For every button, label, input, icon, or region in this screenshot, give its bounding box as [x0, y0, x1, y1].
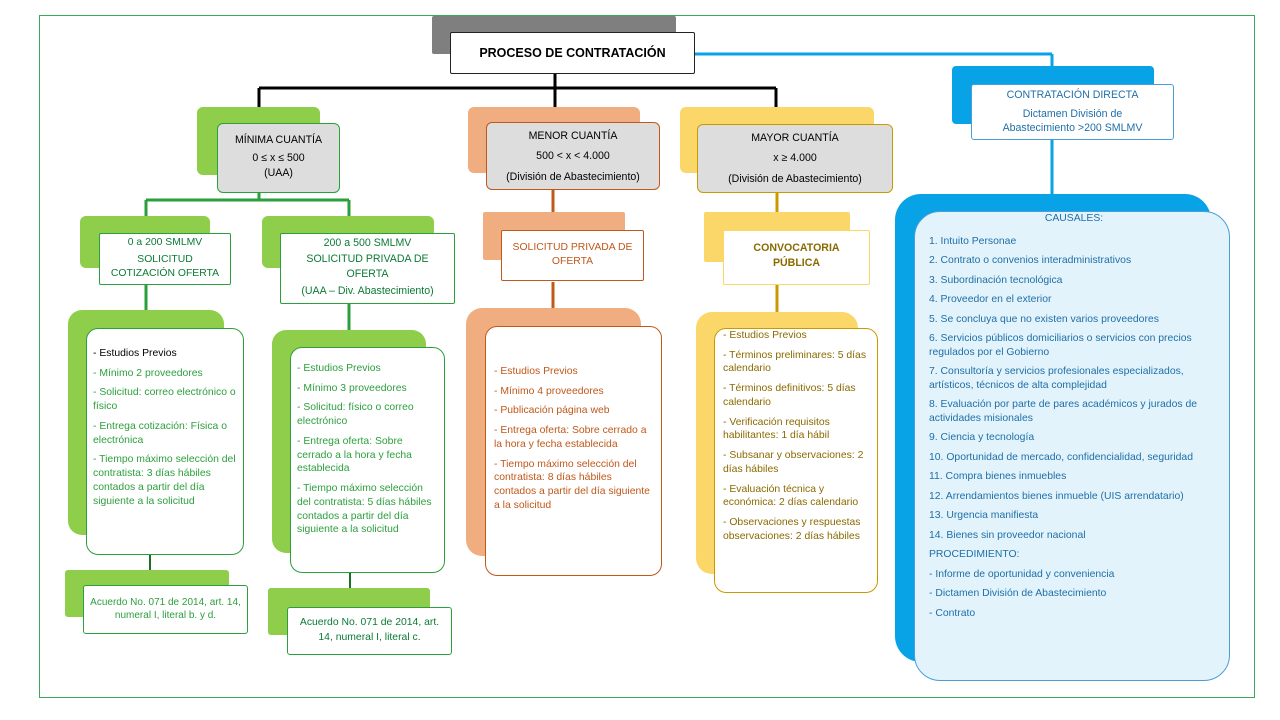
causal-item: 10. Oportunidad de mercado, confidencial…: [929, 451, 1193, 463]
mayor-label: CONVOCATORIA PÚBLICA: [723, 230, 870, 285]
minima-sub2-item: - Mínimo 3 proveedores: [297, 382, 407, 394]
menor-unit: (División de Abastecimiento): [506, 170, 640, 183]
causal-item: 13. Urgencia manifiesta: [929, 510, 1039, 522]
minima-sub2-unit: (UAA – Div. Abastecimiento): [301, 284, 434, 297]
minima-sub1-label: SOLICITUD COTIZACIÓN OFERTA: [110, 254, 220, 280]
procedimiento-title: PROCEDIMIENTO:: [929, 549, 1020, 561]
minima-sub1-range: 0 a 200 SMLMV: [127, 237, 203, 248]
minima-sub2-range: 200 a 500 SMLMV: [323, 237, 412, 249]
causal-item: 2. Contrato o convenios interadministrat…: [929, 255, 1132, 267]
menor-list: - Estudios Previos - Mínimo 4 proveedore…: [485, 326, 662, 576]
minima-sub1-item: - Entrega cotización: Física o electróni…: [93, 420, 227, 446]
minima-sub2-label: SOLICITUD PRIVADA DE OFERTA: [306, 253, 429, 280]
minima-unit: (UAA): [264, 166, 293, 179]
minima-sub2-list: - Estudios Previos - Mínimo 3 proveedore…: [290, 347, 445, 573]
minima-sub2-note: Acuerdo No. 071 de 2014, art. 14, numera…: [287, 607, 452, 655]
procedimiento-item: - Informe de oportunidad y conveniencia: [929, 568, 1115, 580]
mayor-header: MAYOR CUANTÍA x ≥ 4.000 (División de Aba…: [697, 124, 893, 193]
menor-item: - Entrega oferta: Sobre cerrado a la hor…: [494, 425, 647, 450]
menor-title: MENOR CUANTÍA: [528, 130, 618, 142]
causal-item: 14. Bienes sin proveedor nacional: [929, 529, 1086, 541]
causal-item: 7. Consultoría y servicios profesionales…: [929, 366, 1184, 391]
causal-item: 5. Se concluya que no existen varios pro…: [929, 313, 1159, 325]
directa-list: CAUSALES: 1. Intuito Personae 2. Contrat…: [914, 211, 1230, 681]
page-title: PROCESO DE CONTRATACIÓN: [450, 32, 695, 74]
menor-item: - Tiempo máximo selección del contratist…: [494, 458, 650, 511]
minima-sub2-item: - Entrega oferta: Sobre cerrado a la hor…: [297, 435, 412, 475]
mayor-unit: (División de Abastecimiento): [728, 172, 862, 185]
causal-item: 1. Intuito Personae: [929, 235, 1017, 247]
causal-item: 11. Compra bienes inmuebles: [929, 471, 1067, 483]
menor-label: SOLICITUD PRIVADA DE OFERTA: [501, 230, 644, 281]
causal-item: 9. Ciencia y tecnología: [929, 432, 1035, 444]
menor-item: - Publicación página web: [494, 405, 610, 417]
mayor-item: - Observaciones y respuestas observacion…: [723, 517, 861, 542]
minima-sub1-item: - Estudios Previos: [93, 348, 177, 359]
menor-item: - Estudios Previos: [494, 366, 578, 377]
mayor-range: x ≥ 4.000: [773, 152, 817, 165]
directa-header: CONTRATACIÓN DIRECTA Dictamen División d…: [971, 84, 1174, 140]
minima-sub1-box: 0 a 200 SMLMV SOLICITUD COTIZACIÓN OFERT…: [99, 233, 231, 285]
mayor-item: - Términos preliminares: 5 días calendar…: [723, 349, 867, 375]
minima-sub1-note: Acuerdo No. 071 de 2014, art. 14, numera…: [83, 585, 248, 634]
menor-header: MENOR CUANTÍA 500 < x < 4.000 (División …: [486, 122, 660, 190]
procedimiento-item: - Contrato: [929, 607, 976, 619]
minima-sub2-item: - Solicitud: físico o correo electrónico: [297, 402, 414, 428]
menor-range: 500 < x < 4.000: [536, 150, 610, 163]
minima-sub1-item: - Mínimo 2 proveedores: [93, 367, 203, 379]
causal-item: 12. Arrendamientos bienes inmueble (UIS …: [929, 490, 1184, 502]
mayor-item: - Subsanar y observaciones: 2 días hábil…: [723, 450, 864, 475]
diagram-frame: [39, 15, 1255, 698]
menor-item: - Mínimo 4 proveedores: [494, 385, 604, 397]
procedimiento-item: - Dictamen División de Abastecimiento: [929, 588, 1107, 600]
causal-item: 6. Servicios públicos domiciliarios o se…: [929, 333, 1192, 358]
minima-sub2-box: 200 a 500 SMLMV SOLICITUD PRIVADA DE OFE…: [280, 233, 455, 304]
minima-sub1-list: - Estudios Previos - Mínimo 2 proveedore…: [86, 328, 244, 555]
minima-sub2-item: - Estudios Previos: [297, 363, 381, 374]
causal-item: 8. Evaluación por parte de pares académi…: [929, 399, 1198, 424]
minima-sub1-item: - Solicitud: correo electrónico o físico: [93, 387, 236, 413]
mayor-title: MAYOR CUANTÍA: [751, 132, 839, 144]
mayor-item: - Verificación requisitos habilitantes: …: [723, 416, 830, 442]
causales-title: CAUSALES:: [1044, 213, 1104, 224]
minima-title: MÍNIMA CUANTÍA: [234, 134, 323, 146]
minima-range: 0 ≤ x ≤ 500: [252, 152, 305, 165]
mayor-item: - Estudios Previos: [723, 330, 807, 341]
mayor-item: - Términos definitivos: 5 días calendari…: [723, 383, 856, 408]
mayor-item: - Evaluación técnica y económica: 2 días…: [723, 483, 859, 509]
directa-title: CONTRATACIÓN DIRECTA: [1006, 89, 1139, 101]
minima-sub1-item: - Tiempo máximo selección del contratist…: [93, 454, 236, 507]
mayor-list: - Estudios Previos - Términos preliminar…: [714, 328, 878, 593]
directa-subtitle: Dictamen División de Abastecimiento >200…: [1002, 108, 1143, 134]
minima-header: MÍNIMA CUANTÍA 0 ≤ x ≤ 500 (UAA): [217, 123, 340, 193]
causal-item: 4. Proveedor en el exterior: [929, 294, 1052, 306]
causal-item: 3. Subordinación tecnológica: [929, 274, 1063, 286]
minima-sub2-item: - Tiempo máximo selección del contratist…: [297, 483, 432, 536]
